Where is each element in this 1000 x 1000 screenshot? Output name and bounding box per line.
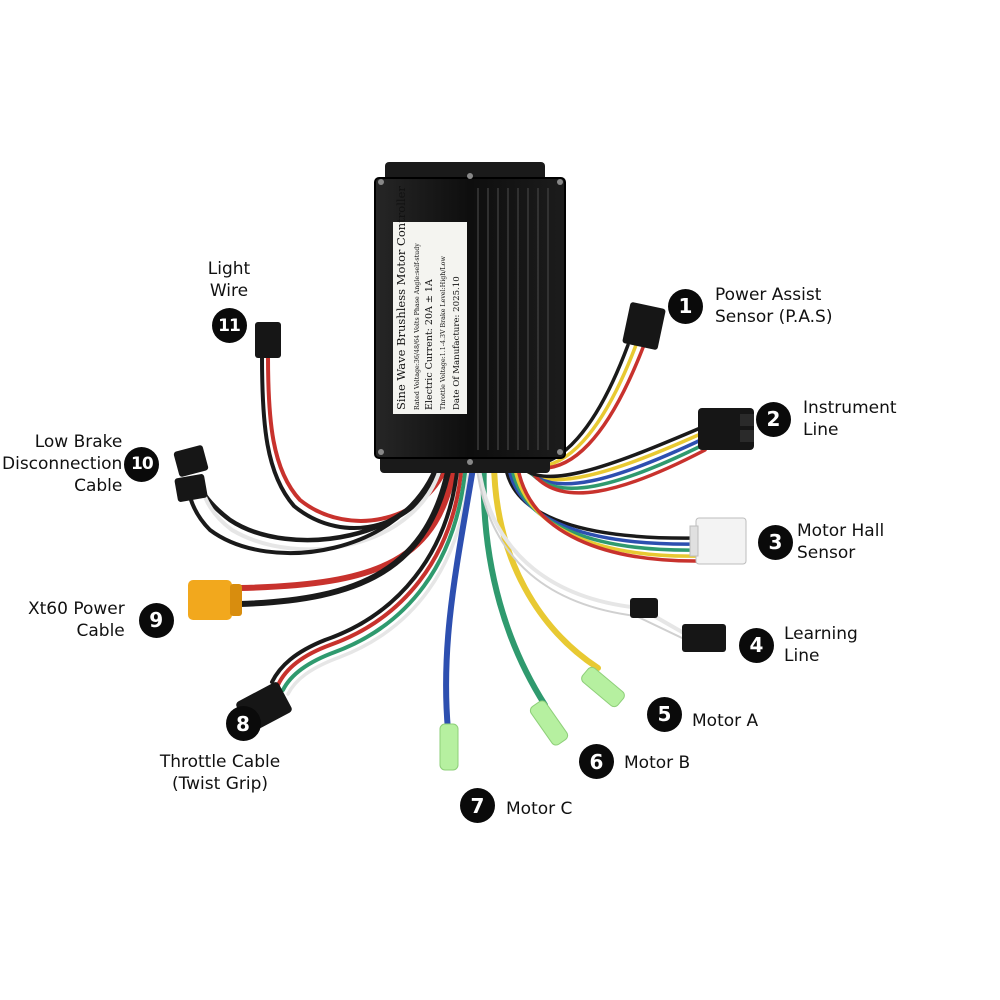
screw-icon — [557, 449, 563, 455]
screw-icon — [378, 179, 384, 185]
callout-label: Line — [784, 646, 820, 666]
callout-instrument-line: 2 Instrument Line — [756, 397, 897, 441]
motor-c-terminal — [439, 723, 459, 771]
callout-label: Instrument — [803, 398, 897, 418]
mounting-flange-bottom — [380, 455, 550, 473]
brake-connector-bottom — [174, 474, 208, 502]
learning-connector-small — [630, 598, 658, 618]
throttle-wires — [270, 460, 472, 696]
motor-a-wire — [491, 459, 601, 671]
callout-number: 9 — [138, 602, 174, 638]
callout-label: Xt60 Power — [28, 599, 125, 619]
xt60-connector — [188, 580, 232, 620]
learning-wires — [475, 460, 684, 639]
motor-b-terminal — [529, 700, 569, 746]
instrument-latch-bottom — [740, 430, 754, 442]
label-line-2: Rated Voltage:36/48/64 Volts Phase Angle… — [414, 243, 421, 410]
brake-connector-top — [173, 445, 209, 477]
callout-label: Sensor — [797, 543, 856, 563]
callout-learning-line: 4 Learning Line — [739, 623, 858, 667]
power-wires — [237, 459, 458, 607]
hall-connector-collar — [689, 525, 699, 557]
callout-label: Motor A — [692, 711, 759, 731]
callout-throttle-cable: 8 Throttle Cable (Twist Grip) — [140, 706, 300, 795]
instrument-latch-top — [740, 414, 754, 426]
callout-motor-hall-sensor: 3 Motor Hall Sensor — [758, 520, 884, 564]
callout-low-brake-disconnection: Low Brake Disconnection Cable 10 — [2, 431, 160, 497]
label-line-1: Sine Wave Brushless Motor Controller — [394, 186, 408, 410]
callout-label: Line — [803, 420, 839, 440]
callout-light-wire: Light Wire 11 — [190, 258, 268, 343]
pas-connector — [622, 302, 666, 350]
motor-b-wire — [480, 459, 548, 708]
screw-icon — [557, 179, 563, 185]
label-line-4: Throttle Voltage:1.1-4.3V Brake Level:Hi… — [440, 256, 447, 410]
callout-number: 1 — [668, 288, 703, 324]
callout-label: Power Assist — [715, 285, 822, 305]
callout-xt60-power-cable: Xt60 Power Cable 9 — [28, 598, 174, 642]
callout-label: Motor C — [506, 798, 573, 819]
xt60-collar — [230, 584, 242, 616]
wire-bundle — [186, 343, 707, 733]
callout-number: 5 — [647, 696, 682, 732]
callout-label: Light — [207, 259, 251, 279]
label-line-5: Date Of Manufacture: 2025.10 — [452, 276, 462, 410]
motor-c-wire — [443, 459, 477, 733]
callout-motor-c: 7 Motor C — [460, 788, 572, 823]
callout-label: Motor Hall — [797, 521, 885, 541]
callout-label: Disconnection — [2, 454, 123, 474]
label-line-3: Electric Current: 20A ± 1A — [424, 279, 435, 410]
callout-label: Learning — [784, 624, 858, 644]
heatsink-fins — [477, 188, 549, 450]
controller-label-sticker — [393, 222, 467, 414]
callout-number: 10 — [124, 446, 160, 482]
hall-wires — [503, 460, 702, 563]
callout-number: 4 — [739, 627, 774, 663]
callout-label: Motor B — [624, 752, 691, 773]
callout-motor-b: 6 Motor B — [579, 744, 690, 779]
callout-label: Wire — [209, 281, 249, 301]
callout-label: Sensor (P.A.S) — [715, 307, 833, 327]
callout-label: Throttle Cable — [159, 752, 281, 772]
callout-number: 11 — [211, 308, 247, 343]
hall-connector — [695, 517, 747, 565]
learning-connector-large — [682, 624, 726, 652]
brake-cables — [186, 459, 444, 556]
callout-number: 2 — [756, 401, 791, 437]
callout-number: 8 — [225, 706, 261, 741]
callout-number: 7 — [460, 788, 495, 823]
callout-label: Cable — [76, 621, 125, 641]
light-connector — [255, 322, 281, 358]
callout-number: 6 — [579, 744, 614, 779]
screw-icon — [467, 173, 473, 179]
callout-label: Cable — [74, 476, 123, 496]
controller-housing: Sine Wave Brushless Motor Controller Rat… — [374, 162, 566, 473]
connectors — [173, 302, 754, 771]
screw-icon — [378, 449, 384, 455]
callout-label: (Twist Grip) — [171, 774, 269, 794]
callout-motor-a: 5 Motor A — [647, 696, 758, 732]
screw-icon — [467, 459, 473, 465]
callout-label: Low Brake — [34, 432, 123, 452]
callout-pas: 1 Power Assist Sensor (P.A.S) — [668, 284, 832, 328]
callout-number: 3 — [758, 524, 793, 560]
motor-a-terminal — [581, 666, 625, 708]
